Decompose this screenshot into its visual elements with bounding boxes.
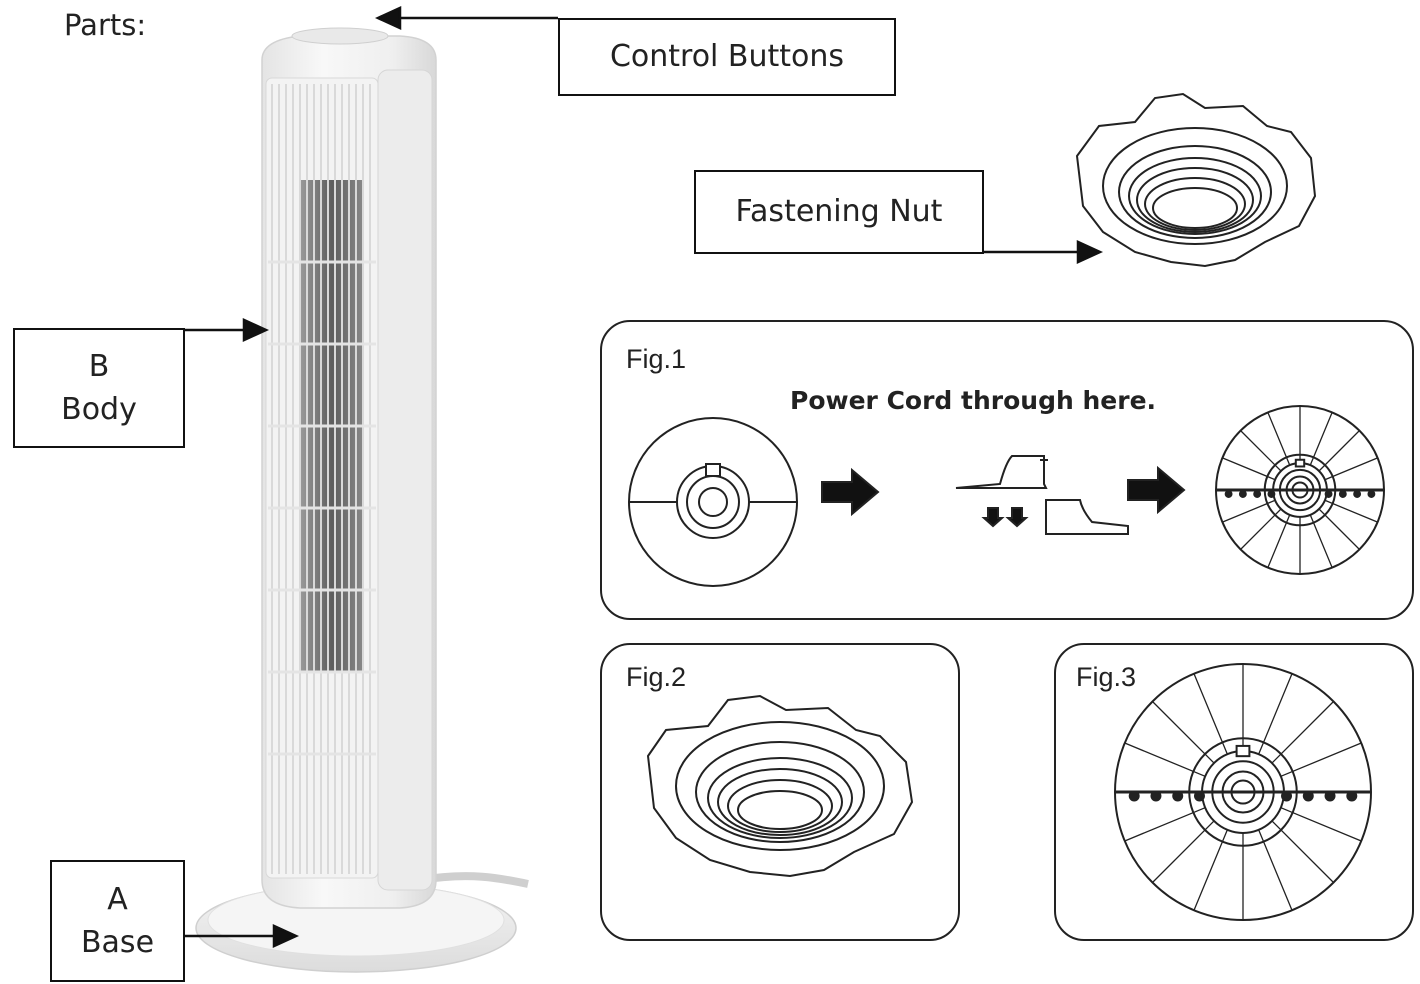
fig1-base-disk [628, 417, 798, 587]
base-letter: A [107, 881, 128, 917]
base-label: A Base [50, 860, 185, 982]
body-arrow [242, 318, 270, 342]
base-name: Base [80, 925, 155, 960]
fig1-assembled-base [1215, 405, 1385, 575]
body-letter: B [88, 348, 110, 384]
fastening-nut-text: Fastening Nut [735, 194, 943, 230]
fig3-assembled-base [1114, 663, 1372, 921]
body-name: Body [61, 392, 137, 427]
parts-title: Parts: [64, 8, 147, 42]
control-buttons-label: Control Buttons [558, 18, 896, 96]
fig2-fastening-nut [646, 694, 914, 878]
control-buttons-arrow [374, 6, 402, 30]
control-buttons-text: Control Buttons [609, 39, 845, 75]
fig1-base-halves [955, 455, 1129, 535]
body-label: B Body [13, 328, 185, 448]
fig1-arrow-1 [821, 467, 880, 517]
fastening-nut-arrow [1076, 240, 1104, 264]
fastening-nut-label: Fastening Nut [694, 170, 984, 254]
fig1-caption: Power Cord through here. [790, 386, 1157, 415]
fig3-label: Fig.3 [1076, 662, 1137, 692]
base-arrow [272, 924, 300, 948]
fig1-label: Fig.1 [626, 344, 687, 374]
control-buttons-top [291, 27, 389, 45]
fig2-label: Fig.2 [626, 662, 687, 692]
fig1-arrow-2 [1127, 465, 1186, 515]
